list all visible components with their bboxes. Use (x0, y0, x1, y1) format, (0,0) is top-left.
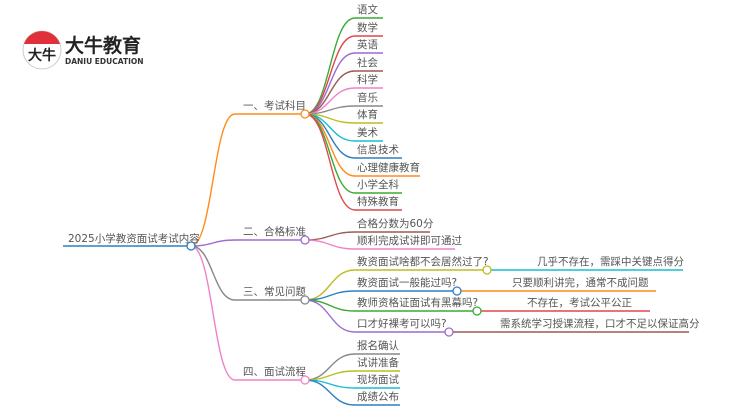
leaf-label: 心理健康教育 (357, 161, 420, 174)
question-label: 口才好裸考可以吗? (357, 317, 447, 330)
answer-label: 只要顺利讲完，通常不成问题 (512, 276, 649, 289)
question-node (472, 306, 482, 316)
leaf-label: 科学 (357, 73, 378, 86)
leaf-label: 小学全科 (357, 178, 399, 191)
branch-label: 四、面试流程 (243, 365, 306, 378)
logo: 大牛 大牛教育 DANIU EDUCATION (22, 30, 144, 70)
leaf-label: 特殊教育 (357, 195, 399, 208)
leaf-label: 试讲准备 (357, 356, 399, 369)
leaf-label: 报名确认 (357, 339, 399, 352)
leaf-label: 顺利完成试讲即可通过 (357, 234, 462, 247)
leaf-connector (304, 70, 356, 115)
branch-connector (190, 113, 236, 247)
leaf-connector (304, 35, 356, 115)
leaf-label: 英语 (357, 38, 378, 51)
root-node (186, 241, 196, 251)
question-node (444, 327, 454, 337)
leaf-connector (304, 52, 356, 115)
logo-mark: 大牛 (28, 47, 56, 64)
leaf-label: 体育 (357, 108, 378, 121)
root-label: 2025小学教资面试考试内容 (68, 232, 200, 245)
answer-label: 几乎不存在，需踩中关键点得分 (537, 255, 684, 268)
branch-connector (190, 239, 236, 247)
leaf-label: 美术 (357, 126, 378, 139)
question-node (482, 265, 492, 275)
leaf-connector (304, 231, 356, 241)
leaf-connector (304, 17, 356, 115)
leaf-connector (304, 113, 356, 211)
leaf-connector (304, 113, 356, 177)
logo-red-cap (24, 31, 60, 44)
branch-node (300, 109, 310, 119)
leaf-label: 成绩公布 (357, 390, 399, 403)
leaf-label: 信息技术 (357, 143, 399, 156)
leaf-label: 社会 (357, 56, 378, 69)
leaf-label: 语文 (357, 3, 378, 16)
leaf-connector (304, 379, 356, 406)
branch-label: 一、考试科目 (243, 99, 306, 112)
answer-label: 不存在，考试公平公正 (527, 296, 632, 309)
question-label: 教资面试啥都不会居然过了? (357, 255, 489, 268)
question-label: 教师资格证面试有黑幕吗? (357, 296, 478, 309)
branch-node (300, 235, 310, 245)
leaf-connector (304, 299, 356, 333)
branch-connector (190, 245, 236, 381)
leaf-label: 合格分数为60分 (357, 217, 434, 230)
leaf-label: 音乐 (357, 91, 378, 104)
branch-connector (190, 245, 236, 301)
logo-subtitle: DANIU EDUCATION (65, 57, 144, 66)
question-node (452, 286, 462, 296)
leaf-connector (304, 113, 356, 194)
branch-node (300, 295, 310, 305)
answer-label: 需系统学习授课流程，口才不足以保证高分 (500, 317, 700, 330)
branch-label: 二、合格标准 (243, 225, 306, 238)
leaf-connector (304, 239, 356, 250)
branch-node (300, 375, 310, 385)
logo-name: 大牛教育 (65, 34, 141, 57)
leaf-label: 数学 (357, 21, 378, 34)
leaf-label: 现场面试 (357, 373, 399, 386)
branch-label: 三、常见问题 (243, 285, 306, 298)
question-label: 教资面试一般能过吗? (357, 276, 457, 289)
